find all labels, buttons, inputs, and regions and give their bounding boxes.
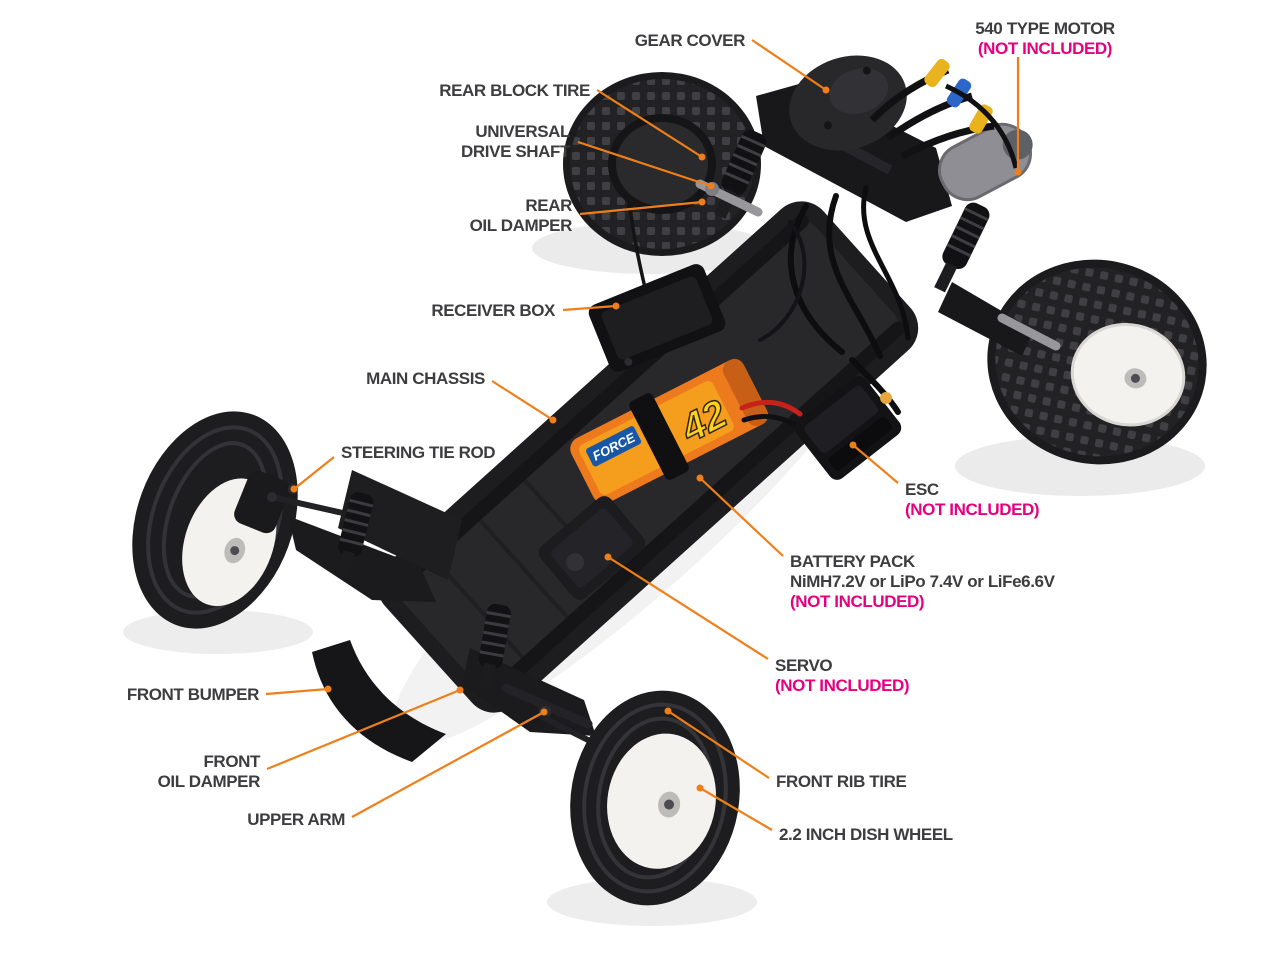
label-dish-wheel: 2.2 INCH DISH WHEEL [779,825,953,845]
label-universal-drive-shaft: UNIVERSAL DRIVE SHAFT [461,122,570,162]
label-esc: ESC (NOT INCLUDED) [905,480,1040,520]
front-oil-damper-part [336,492,511,691]
label-text: STEERING TIE ROD [341,443,496,462]
leader-receiver-box [562,302,620,312]
label-steering-tie-rod: STEERING TIE ROD [341,443,496,463]
label-not-included: (NOT INCLUDED) [977,39,1113,58]
label-text: BATTERY PACK [790,552,915,571]
label-not-included: (NOT INCLUDED) [775,676,910,695]
label-text: GEAR COVER [634,31,746,50]
leader-servo [604,553,769,660]
front-rib-tire-right-part [570,690,740,906]
label-text: 540 TYPE MOTOR [975,19,1115,38]
label-text: REAR BLOCK TIRE [439,81,590,100]
leader-rear-block-tire [596,89,706,161]
leader-main-chassis [491,380,557,424]
label-front-bumper: FRONT BUMPER [126,685,260,705]
label-text: MAIN CHASSIS [366,369,485,388]
label-text: RECEIVER BOX [431,301,555,320]
upper-arm-part [501,683,593,729]
leader-front-oil-damper [266,686,464,771]
leader-gear-cover [751,39,830,94]
label-text: OIL DAMPER [157,772,261,791]
label-text: OIL DAMPER [469,216,573,235]
label-battery-pack: BATTERY PACK NiMH7.2V or LiPo 7.4V or Li… [790,552,1055,612]
gear-cover-part [789,55,907,151]
leader-esc [849,441,899,484]
front-bumper-part [312,640,446,762]
esc-part [794,376,902,480]
leader-front-rib-tire [664,707,770,779]
label-text: 2.2 INCH DISH WHEEL [779,825,953,844]
battery-pack-part: FORCE 42 [570,358,769,504]
label-text: FRONT BUMPER [126,685,260,704]
front-rib-tire-left-part [132,411,298,629]
leader-upper-arm [351,708,548,818]
label-rear-block-tire: REAR BLOCK TIRE [439,81,590,101]
label-text: UPPER ARM [247,810,345,829]
receiver-box-part [588,202,726,372]
label-text: DRIVE SHAFT [461,142,570,161]
label-rear-oil-damper: REAR OIL DAMPER [469,196,573,236]
leader-540-motor [1014,57,1022,176]
leader-rear-oil-damper [579,198,706,216]
label-text: FRONT RIB TIRE [776,772,907,791]
label-not-included: (NOT INCLUDED) [905,500,1040,519]
label-gear-cover: GEAR COVER [634,31,746,51]
rear-block-tire-right-part [987,259,1207,465]
label-front-rib-tire: FRONT RIB TIRE [776,772,907,792]
label-text: ESC [905,480,939,499]
label-servo: SERVO (NOT INCLUDED) [775,656,910,696]
label-text: SERVO [775,656,833,675]
servo-part [538,496,646,600]
rear-right-arm-part [938,282,1034,356]
label-upper-arm: UPPER ARM [247,810,345,830]
label-text: REAR [525,196,572,215]
leader-dish-wheel [696,784,773,831]
label-text: FRONT [203,752,260,771]
label-text: UNIVERSAL [475,122,570,141]
esc-connector [880,392,892,404]
motor-wires [869,58,1019,169]
leader-universal-drive-shaft [577,140,715,190]
label-not-included: (NOT INCLUDED) [790,592,925,611]
rear-oil-damper-part [714,129,990,293]
label-text: NiMH7.2V or LiPo 7.4V or LiFe6.6V [790,572,1055,591]
leader-battery-pack [696,474,784,557]
label-front-oil-damper: FRONT OIL DAMPER [157,752,261,792]
label-receiver-box: RECEIVER BOX [431,301,555,321]
wiring [758,185,911,415]
label-main-chassis: MAIN CHASSIS [366,369,485,389]
leader-steering-tie-rod [290,456,335,493]
label-540-type-motor: 540 TYPE MOTOR (NOT INCLUDED) [965,19,1125,59]
leader-front-bumper [265,685,332,696]
